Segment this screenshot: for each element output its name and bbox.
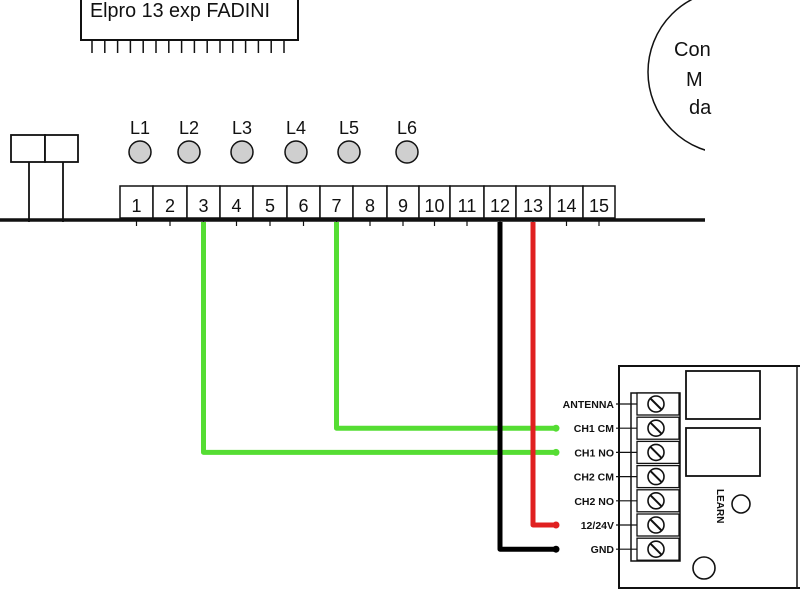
terminal-label: 10 xyxy=(424,196,444,216)
screw-terminals xyxy=(636,392,680,561)
led-label: L2 xyxy=(179,118,199,138)
receiver-module: ANTENNA CH1 CM CH1 NO CH2 CM CH2 NO 12/24V GND… xyxy=(563,365,800,589)
screw-terminal xyxy=(636,416,680,440)
learn-label: LEARN xyxy=(714,489,725,523)
note-bubble: Con M da xyxy=(647,0,800,160)
terminal-label: 8 xyxy=(365,196,375,216)
led-indicator xyxy=(177,140,201,164)
terminal-label: 12 xyxy=(490,196,510,216)
led-label: L4 xyxy=(286,118,306,138)
terminal-5: 5 xyxy=(252,185,288,226)
led-row: L1 L2 L3 L4 L5 L6 xyxy=(128,118,419,164)
wire-12-to-gnd xyxy=(497,222,560,553)
wire-7-to-ch1-cm xyxy=(334,222,560,432)
pin-label: GND xyxy=(591,544,615,556)
board-pins xyxy=(81,39,298,53)
led-indicator xyxy=(337,140,361,164)
wire-13-to-12-24v xyxy=(530,222,560,529)
terminal-label: 2 xyxy=(165,196,175,216)
terminal-label: 15 xyxy=(589,196,609,216)
note-line-2: M xyxy=(686,69,703,91)
terminal-label: 5 xyxy=(265,196,275,216)
led-3: L3 xyxy=(230,118,254,164)
terminal-label: 13 xyxy=(523,196,543,216)
led-4: L4 xyxy=(284,118,308,164)
terminal-11: 11 xyxy=(449,185,485,226)
screw-terminal xyxy=(636,440,680,465)
led-indicator xyxy=(128,140,152,164)
relay-top xyxy=(685,370,761,420)
terminal-label: 4 xyxy=(231,196,241,216)
terminal-label: 7 xyxy=(331,196,341,216)
terminal-label: 11 xyxy=(458,196,477,216)
pin-label: ANTENNA xyxy=(563,399,615,411)
led-indicator xyxy=(395,140,419,164)
pin-label: CH1 NO xyxy=(574,447,614,459)
led-indicator xyxy=(230,140,254,164)
screw-terminal xyxy=(636,537,680,561)
learn-button[interactable] xyxy=(731,494,751,514)
terminal-label: 1 xyxy=(131,196,141,216)
led-label: L1 xyxy=(130,118,150,138)
terminal-9: 9 xyxy=(386,185,420,226)
terminal-label: 6 xyxy=(298,196,308,216)
terminal-1: 1 xyxy=(119,185,154,226)
led-label: L6 xyxy=(397,118,417,138)
terminal-8: 8 xyxy=(352,185,388,226)
screw-terminal xyxy=(636,489,680,513)
terminal-13: 13 xyxy=(515,185,551,226)
note-line-1: Con xyxy=(674,39,711,61)
screw-terminal xyxy=(636,513,680,537)
led-label: L3 xyxy=(232,118,252,138)
relay-bottom xyxy=(685,427,761,477)
led-indicator xyxy=(284,140,308,164)
pin-label: CH1 CM xyxy=(574,423,615,435)
terminal-label: 14 xyxy=(556,196,576,216)
note-line-3: da xyxy=(689,97,712,119)
led-2: L2 xyxy=(177,118,201,164)
mounting-hole xyxy=(692,556,716,580)
terminal-10: 10 xyxy=(418,185,451,226)
led-6: L6 xyxy=(395,118,419,164)
pin-label: CH2 NO xyxy=(574,496,614,508)
left-connector xyxy=(10,134,79,222)
screw-terminal xyxy=(636,464,680,489)
led-1: L1 xyxy=(128,118,152,164)
terminal-6: 6 xyxy=(286,185,321,226)
wires xyxy=(201,222,560,553)
led-label: L5 xyxy=(339,118,359,138)
terminal-label: 3 xyxy=(198,196,208,216)
pin-label: 12/24V xyxy=(581,520,614,532)
terminal-15: 15 xyxy=(582,185,616,226)
screw-terminal xyxy=(636,392,680,416)
terminal-label: 9 xyxy=(398,196,408,216)
board-title: Elpro 13 exp FADINI xyxy=(90,0,270,22)
terminal-3: 3 xyxy=(186,185,221,226)
terminal-2: 2 xyxy=(152,185,188,226)
wire-3-to-ch1-no xyxy=(201,222,560,456)
board-label-box: Elpro 13 exp FADINI xyxy=(80,0,299,53)
pin-label: CH2 CM xyxy=(574,472,615,484)
led-5: L5 xyxy=(337,118,361,164)
pin-labels: ANTENNA CH1 CM CH1 NO CH2 CM CH2 NO 12/24V GND xyxy=(563,399,637,556)
